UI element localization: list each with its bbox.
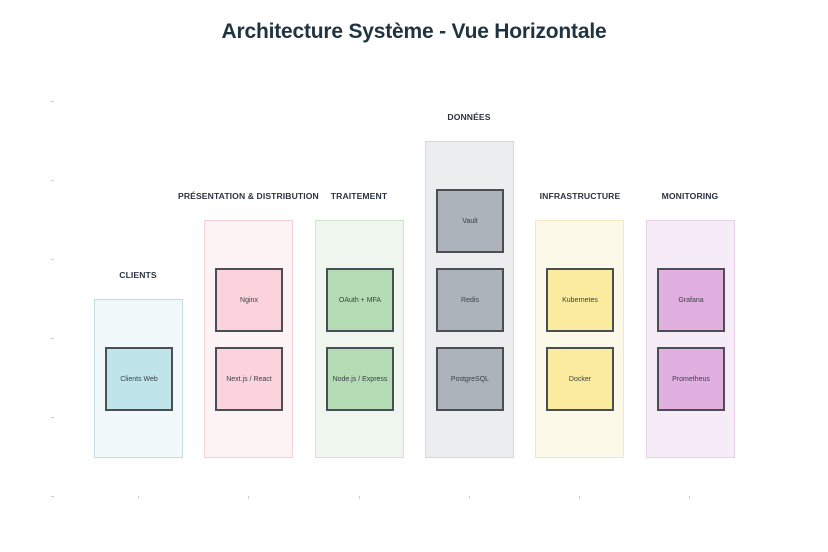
group-label-presentation: PRÉSENTATION & DISTRIBUTION bbox=[178, 191, 319, 201]
axis-tick bbox=[248, 496, 249, 499]
group-infrastructure: Kubernetes Docker bbox=[535, 220, 624, 458]
node-nginx[interactable]: Nginx bbox=[215, 268, 283, 332]
group-presentation: Nginx Next.js / React bbox=[204, 220, 293, 458]
node-kubernetes[interactable]: Kubernetes bbox=[546, 268, 614, 332]
node-prometheus[interactable]: Prometheus bbox=[657, 347, 725, 411]
axis-tick bbox=[51, 101, 54, 102]
axis-tick bbox=[359, 496, 360, 499]
axis-tick bbox=[579, 496, 580, 499]
node-nodejs-express[interactable]: Node.js / Express bbox=[326, 347, 394, 411]
group-label-monitoring: MONITORING bbox=[661, 191, 719, 201]
group-clients: Clients Web bbox=[94, 299, 183, 458]
node-oauth-mfa[interactable]: OAuth + MFA bbox=[326, 268, 394, 332]
node-vault[interactable]: Vault bbox=[436, 189, 504, 253]
axis-tick bbox=[51, 496, 54, 497]
node-postgresql[interactable]: PostgreSQL bbox=[436, 347, 504, 411]
group-traitement: OAuth + MFA Node.js / Express bbox=[315, 220, 404, 458]
group-label-infrastructure: INFRASTRUCTURE bbox=[539, 191, 621, 201]
node-clients-web[interactable]: Clients Web bbox=[105, 347, 173, 411]
node-grafana[interactable]: Grafana bbox=[657, 268, 725, 332]
diagram-title: Architecture Système - Vue Horizontale bbox=[221, 20, 607, 43]
node-nextjs-react[interactable]: Next.js / React bbox=[215, 347, 283, 411]
node-docker[interactable]: Docker bbox=[546, 347, 614, 411]
axis-tick bbox=[469, 496, 470, 499]
group-label-traitement: TRAITEMENT bbox=[330, 191, 388, 201]
group-label-clients: CLIENTS bbox=[119, 270, 157, 280]
group-donnees: Vault Redis PostgreSQL bbox=[425, 141, 514, 458]
axis-tick bbox=[51, 338, 54, 339]
group-label-donnees: DONNÉES bbox=[447, 112, 491, 122]
node-redis[interactable]: Redis bbox=[436, 268, 504, 332]
group-monitoring: Grafana Prometheus bbox=[646, 220, 735, 458]
axis-tick bbox=[138, 496, 139, 499]
axis-tick bbox=[51, 259, 54, 260]
axis-tick bbox=[51, 417, 54, 418]
axis-tick bbox=[689, 496, 690, 499]
axis-tick bbox=[51, 180, 54, 181]
